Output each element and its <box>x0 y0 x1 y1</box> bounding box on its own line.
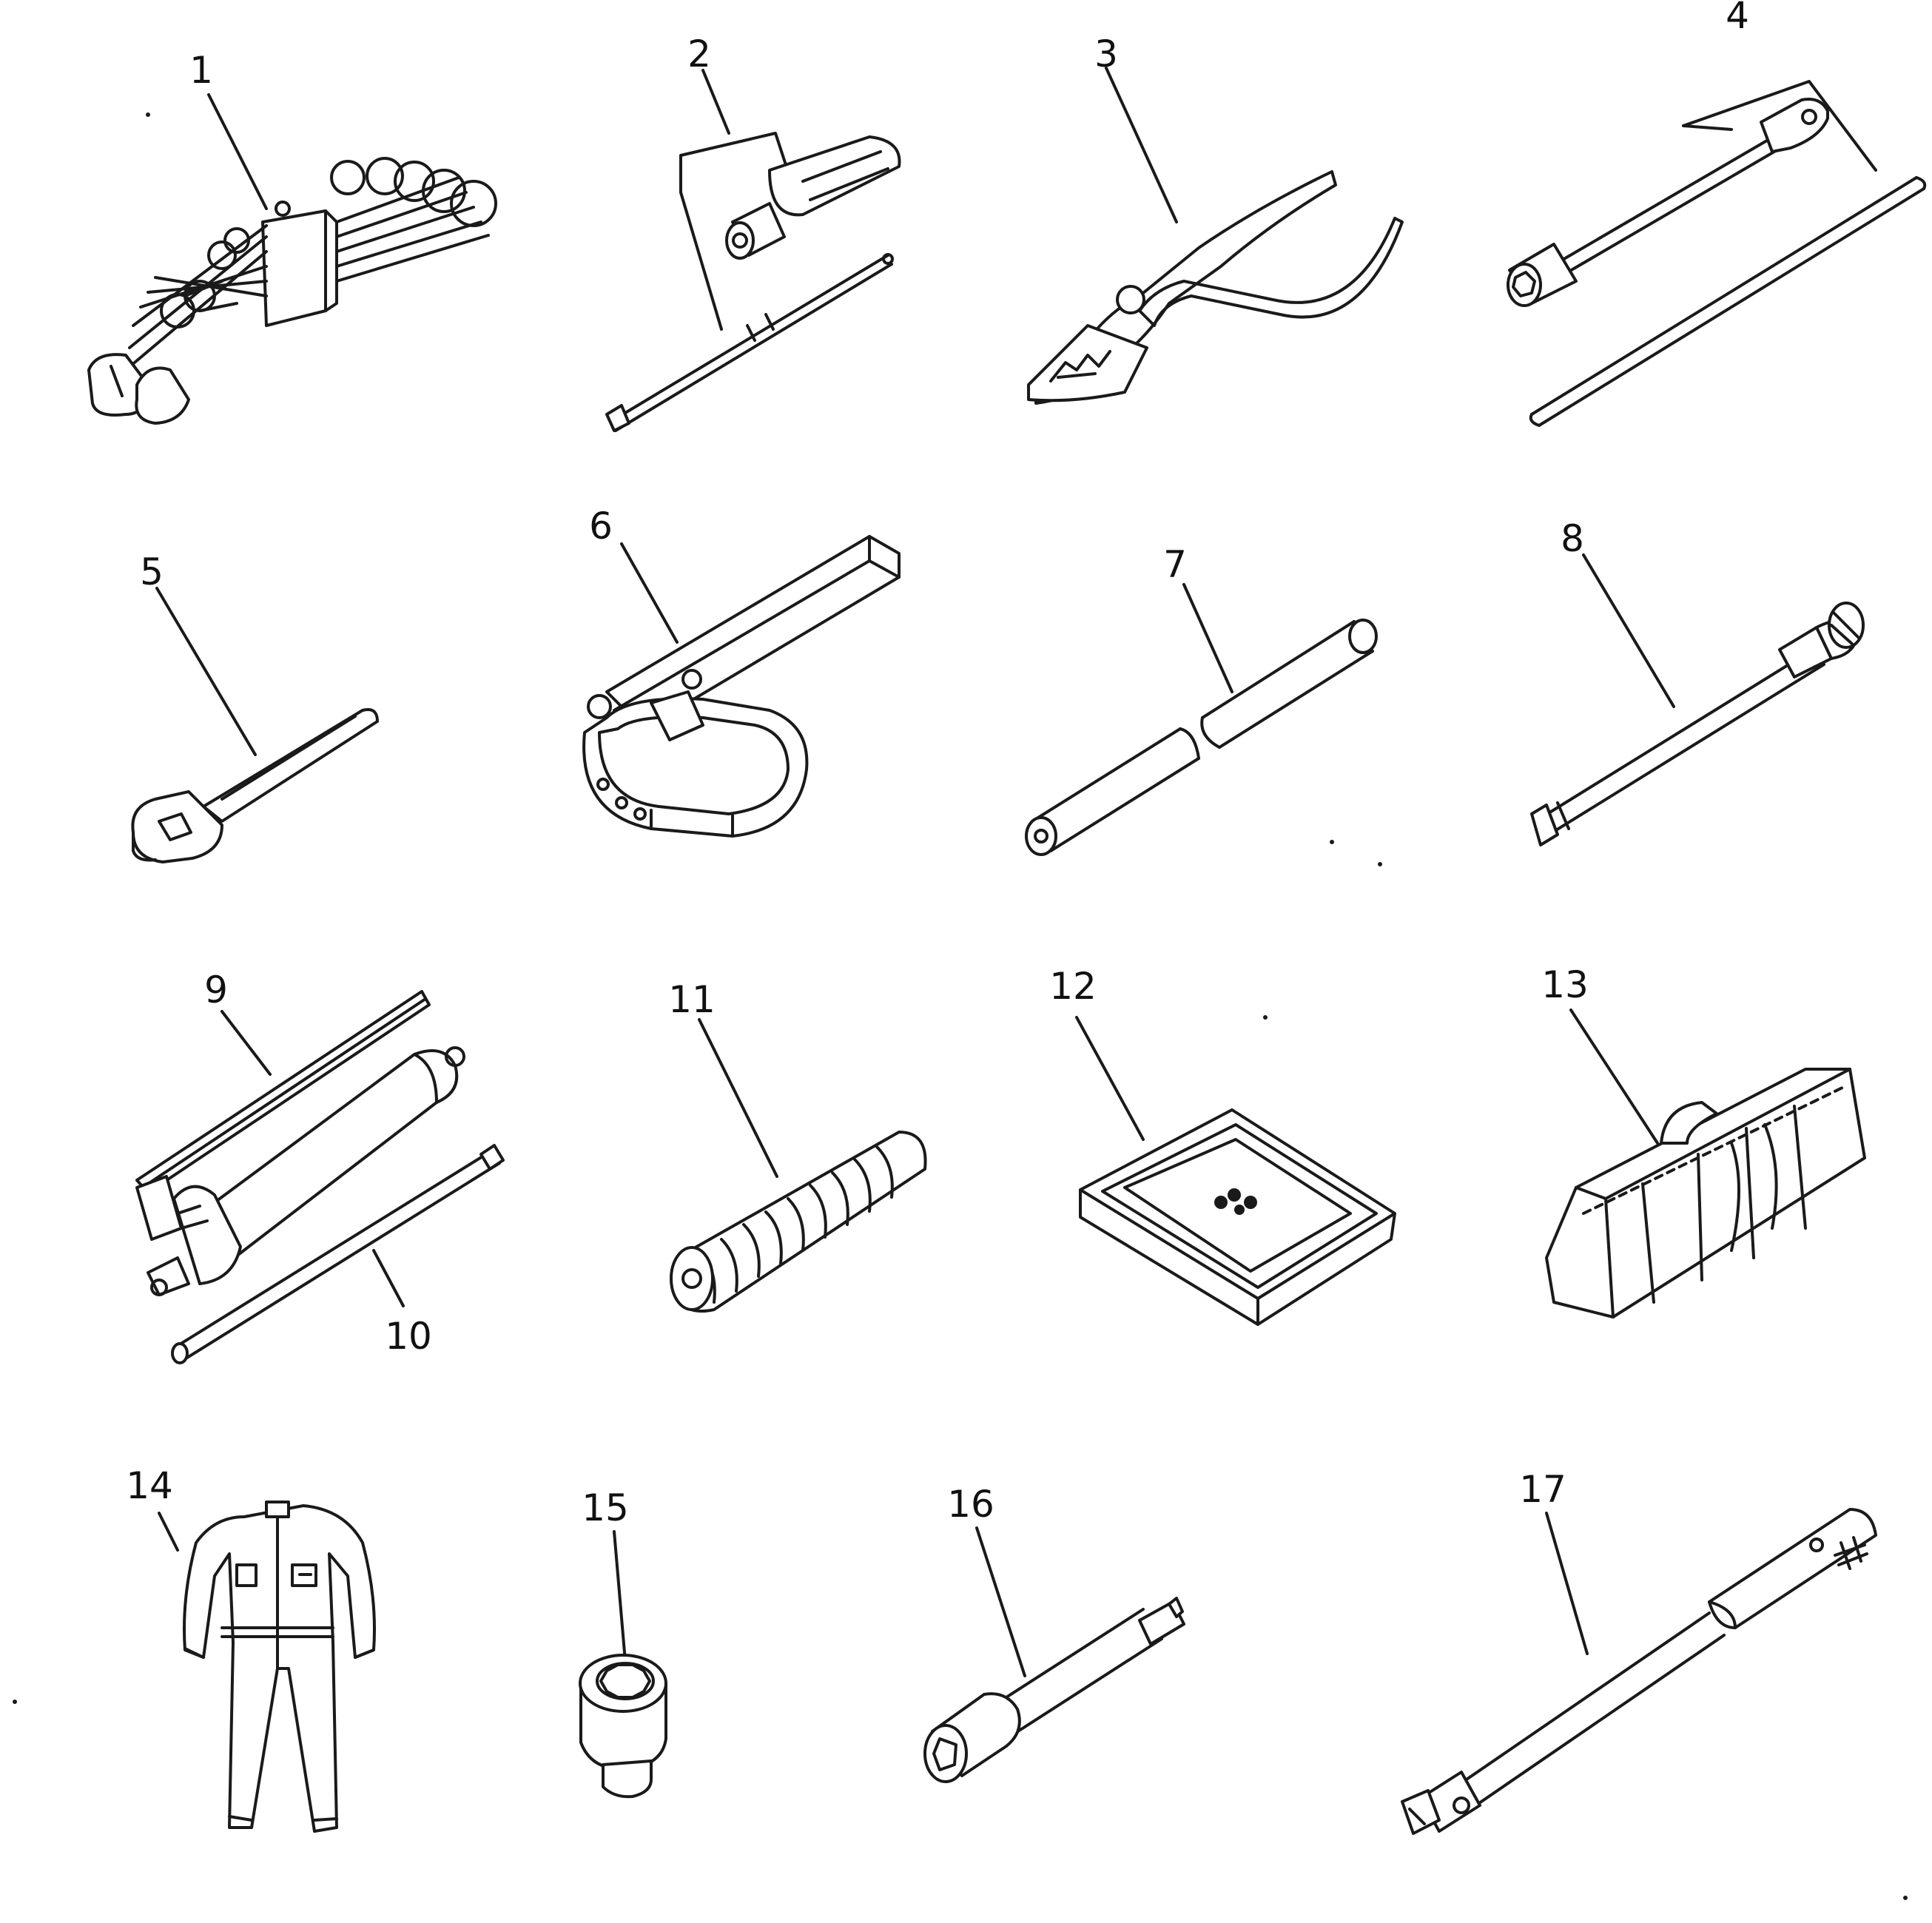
gauge-icon <box>1530 553 1865 846</box>
callout-number: 5 <box>140 550 164 593</box>
pliers-icon <box>1027 67 1404 405</box>
callout-number: 12 <box>1049 965 1097 1008</box>
callout-number: 3 <box>1094 33 1118 75</box>
box-wrench-icon <box>1507 80 1927 427</box>
callout-number: 1 <box>189 49 213 92</box>
callout-number: 16 <box>947 1483 994 1526</box>
filter-wrench-icon <box>582 535 901 838</box>
screwdriver-icon <box>605 69 901 432</box>
callout-number: 8 <box>1561 517 1584 560</box>
nozzle-rod-icon <box>171 1144 505 1364</box>
callout-number: 14 <box>126 1464 173 1507</box>
callout-number: 17 <box>1519 1468 1566 1511</box>
callout-number: 7 <box>1163 543 1187 586</box>
case-icon <box>1075 1016 1396 1326</box>
callout-number: 9 <box>204 969 228 1011</box>
callout-number: 11 <box>668 978 716 1021</box>
tool-bag-icon <box>1545 1008 1866 1319</box>
coverall-icon <box>158 1501 376 1833</box>
pipe-icon <box>1025 583 1378 856</box>
scan-specks <box>13 112 1908 1900</box>
socket-icon <box>579 1530 667 1799</box>
handle-icon <box>1401 1508 1877 1835</box>
callout-number: 6 <box>589 505 613 548</box>
hose-icon <box>670 1018 927 1313</box>
callout-number: 10 <box>385 1315 432 1358</box>
callout-number: 15 <box>582 1486 629 1529</box>
open-end-wrench-icon <box>131 587 379 863</box>
extension-bar-icon <box>923 1526 1185 1783</box>
callout-number: 13 <box>1541 963 1589 1006</box>
wrench-set-icon <box>87 93 497 425</box>
callout-number: 2 <box>687 33 711 75</box>
grease-gun-icon <box>135 990 465 1296</box>
callout-number: 4 <box>1726 0 1749 37</box>
